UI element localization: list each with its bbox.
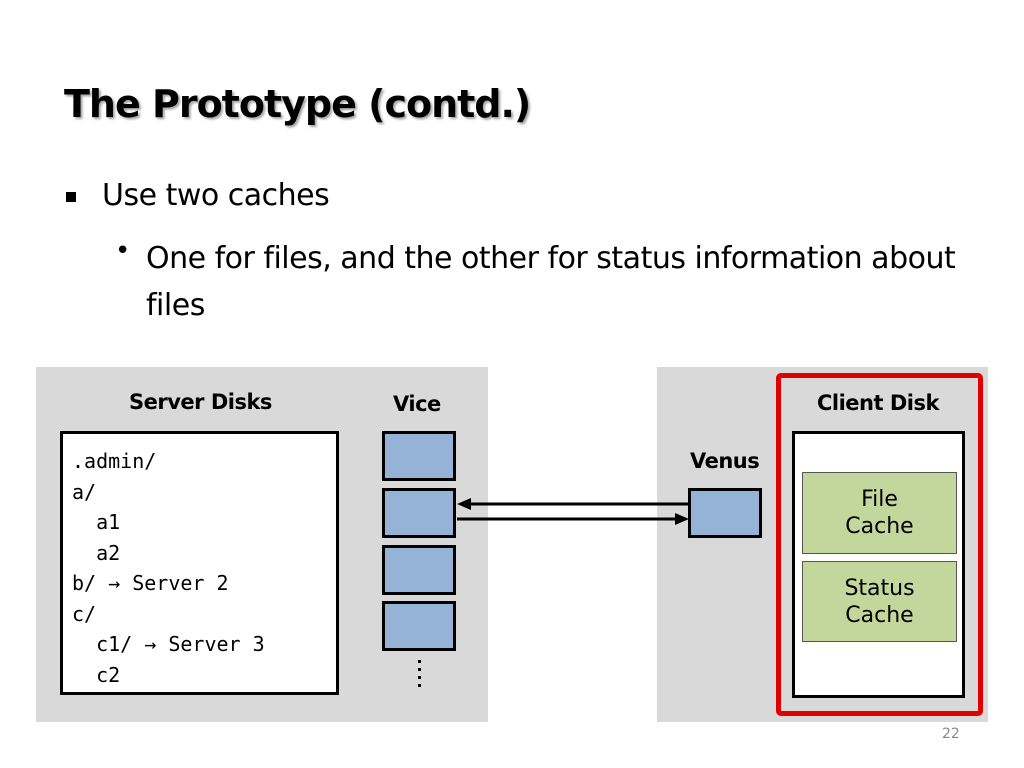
arrow-to-venus — [457, 513, 689, 525]
vice-label: Vice — [393, 392, 441, 416]
file-listing-line: b/ → Server 2 — [72, 571, 229, 595]
square-bullet-icon — [66, 192, 76, 202]
server-disks-label: Server Disks — [129, 390, 272, 414]
file-cache-label-line: File — [861, 487, 898, 512]
file-listing-line: a2 — [72, 540, 121, 565]
file-listing-line: c/ — [72, 601, 97, 626]
vertical-ellipsis-icon — [418, 660, 422, 692]
venus-label: Venus — [690, 449, 760, 473]
status-cache-label-line: Status — [844, 575, 915, 601]
status-cache: Status Cache — [802, 561, 957, 642]
vice-server-block — [382, 545, 456, 595]
file-listing-line: a1 — [72, 510, 121, 534]
bullet-level2: One for files, and the other for status … — [146, 241, 956, 323]
vice-server-block — [382, 431, 456, 481]
client-highlight-frame — [776, 373, 983, 716]
server-file-listing: .admin/ a/ a1 a2 b/ → Server 2 c/ c1/ → … — [60, 431, 339, 695]
client-disk-label: Client Disk — [817, 391, 939, 415]
file-cache-label-line: Cache — [845, 514, 914, 539]
file-listing-line: .admin/ — [72, 449, 157, 473]
page-number: 22 — [942, 726, 960, 742]
bullet-level1: Use two caches — [102, 178, 330, 213]
status-cache-label-line: Cache — [845, 602, 914, 628]
vice-server-block — [382, 601, 456, 651]
file-listing-line: c2 — [72, 662, 121, 687]
dot-bullet-icon: • — [115, 236, 131, 266]
file-cache: File Cache — [802, 472, 957, 554]
arrow-to-vice — [457, 498, 688, 510]
venus-block — [688, 488, 762, 538]
slide-title: The Prototype (contd.) — [64, 82, 531, 126]
vice-server-block — [382, 488, 456, 538]
file-listing-line: c1/ → Server 3 — [72, 632, 265, 656]
file-listing-line: a/ — [72, 479, 97, 504]
